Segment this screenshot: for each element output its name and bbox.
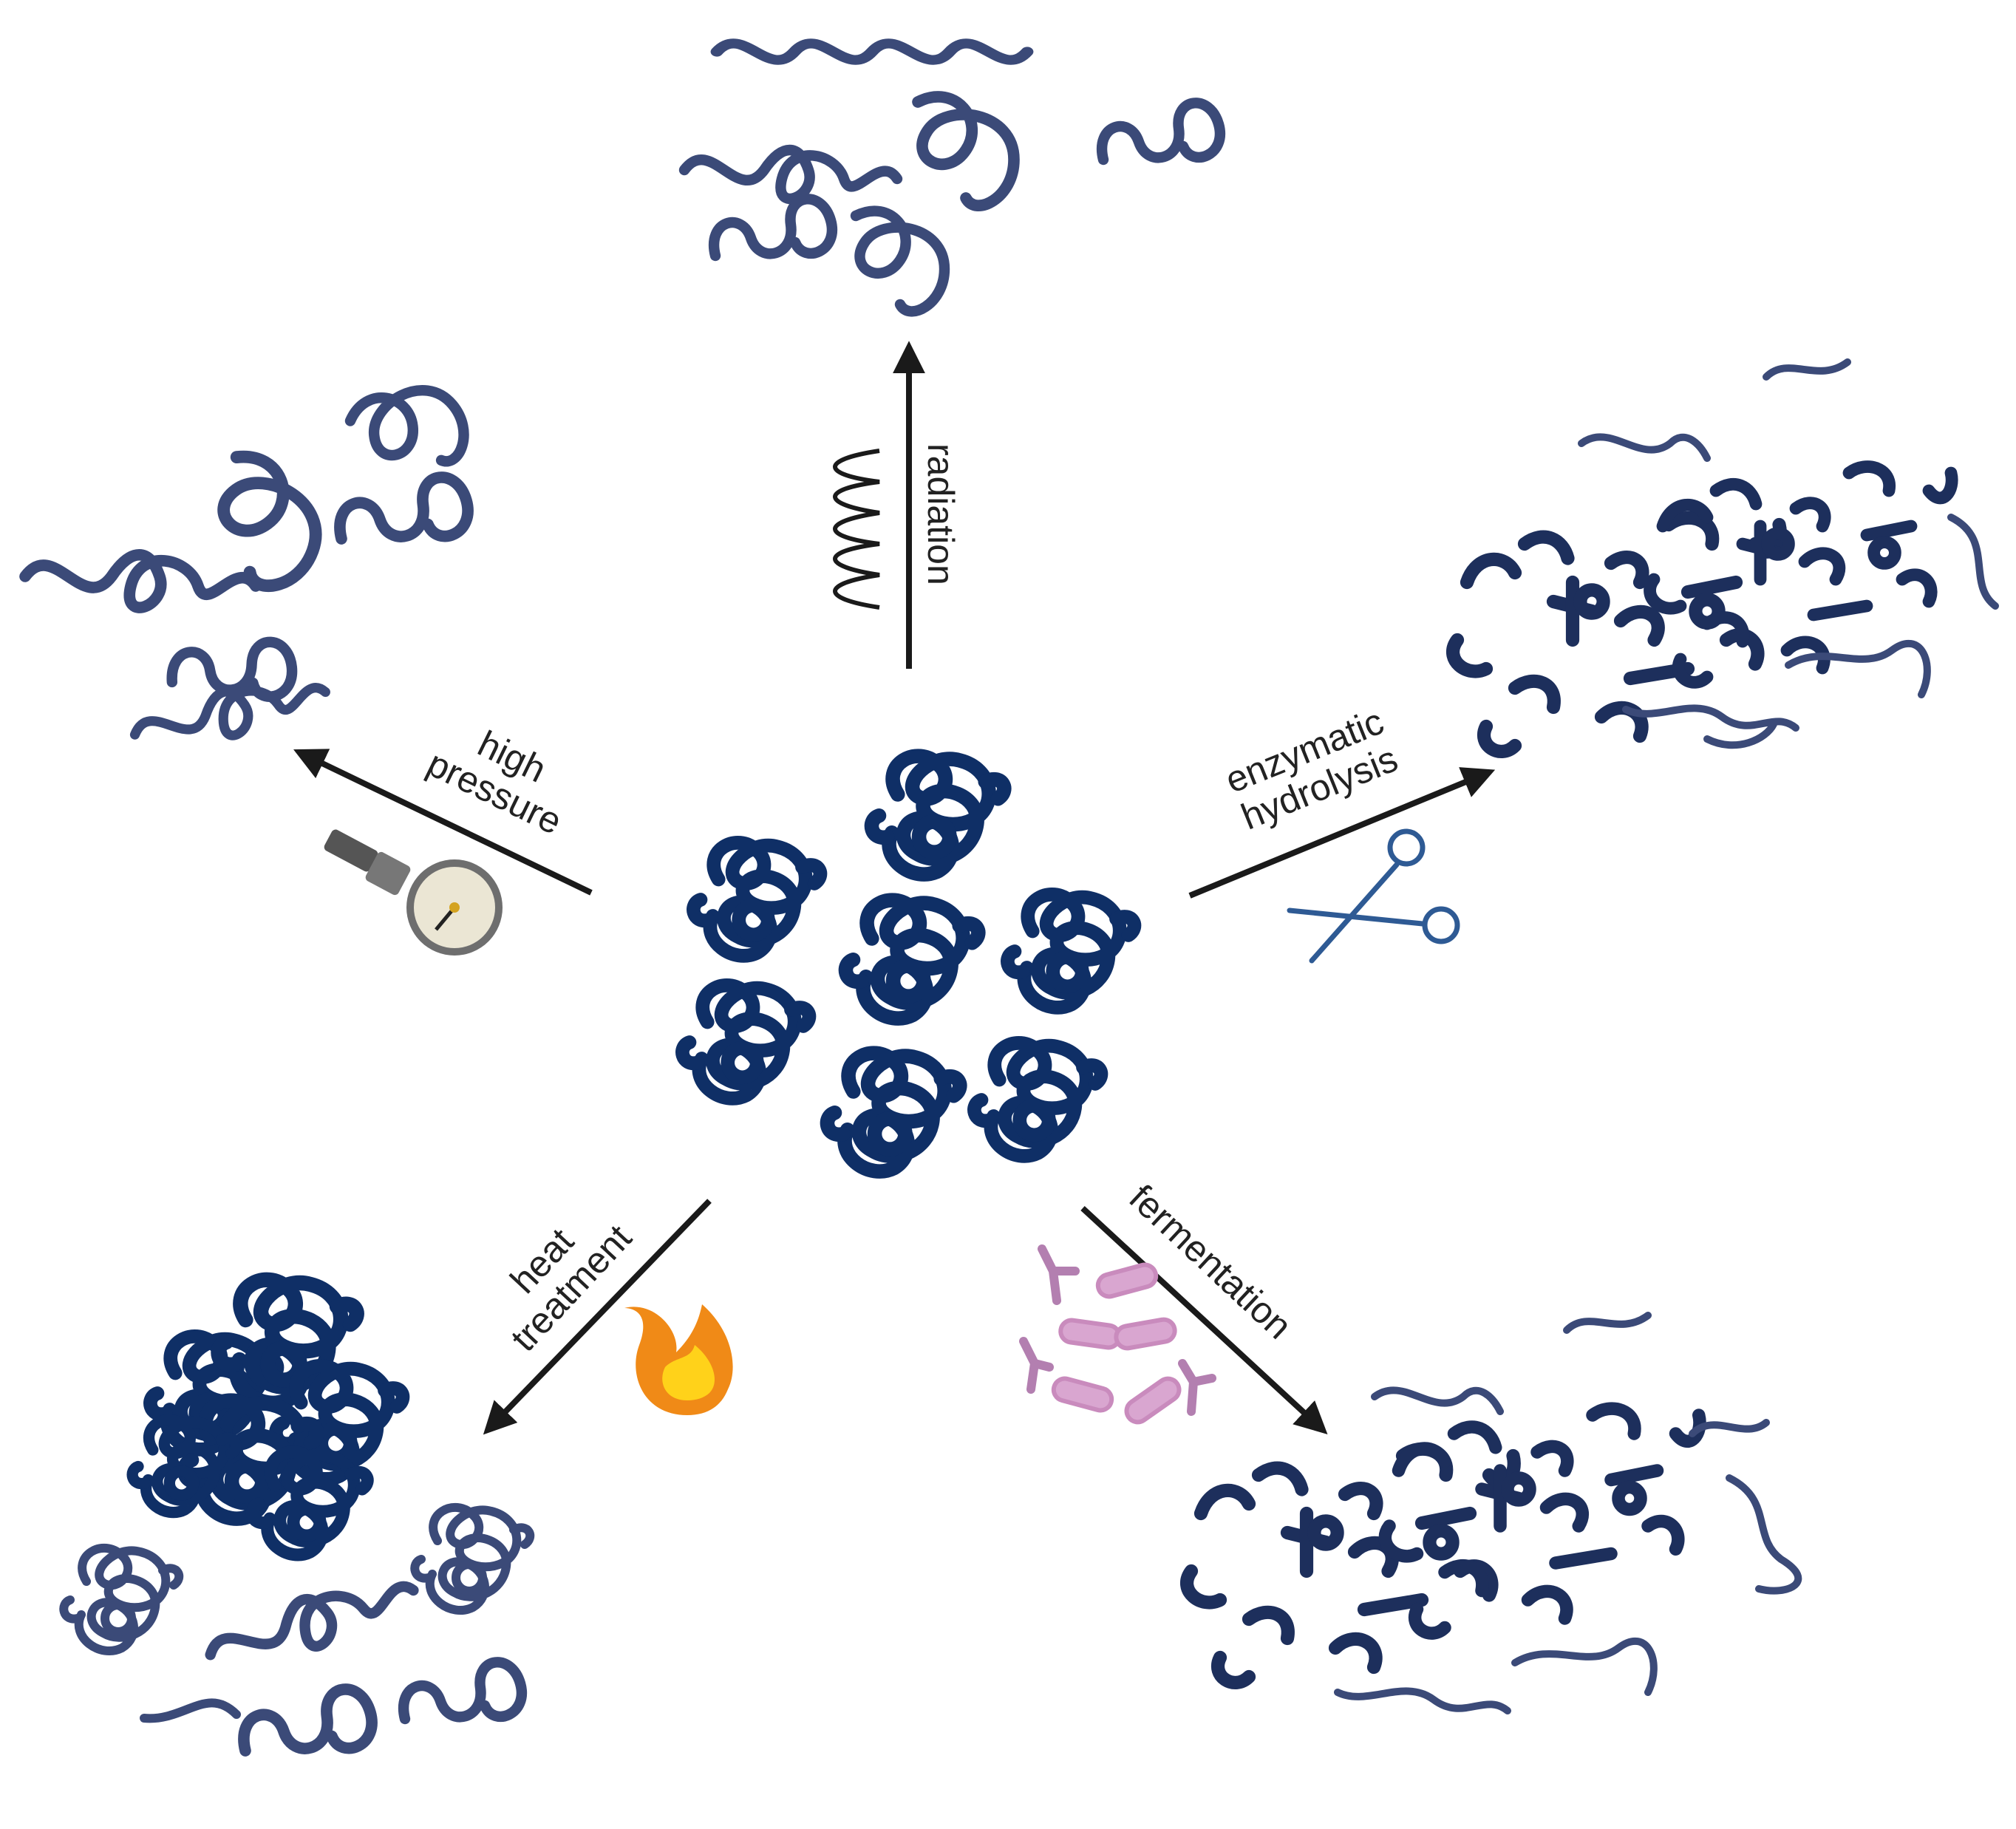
high-pressure-arrow [293,749,593,896]
radiation-unfolded-proteins [684,44,1220,312]
high-pressure-branch: high pressure [25,360,593,956]
heat-aggregate [132,1280,403,1555]
scissors-icon [1287,828,1460,964]
flame-icon [624,1304,733,1415]
heat-treatment-branch: heat treatment [64,1199,733,1751]
enzymatic-peptide-chains [1578,358,1999,749]
heat-treatment-arrow [483,1199,712,1435]
heat-unfolded-proteins [64,1508,530,1751]
microbes-icon [1019,1244,1216,1425]
native-protein-cluster [682,756,1134,1171]
fermentation-branch: fermentation [1019,1176,1802,1714]
wave-icon [833,449,880,610]
enzymatic-hydrolysis-branch: enzymatic hydrolysis [1188,358,1999,964]
fermentation-arrow [1080,1206,1328,1434]
enzymatic-hydrolysis-arrow [1188,767,1496,899]
radiation-label: radiation [920,443,961,585]
pressure-gauge-icon [324,829,503,956]
fermentation-peptide-chains [1334,1312,1802,1714]
radiation-branch: radiation [684,44,1220,669]
high-pressure-unfolded-proteins [25,360,480,760]
